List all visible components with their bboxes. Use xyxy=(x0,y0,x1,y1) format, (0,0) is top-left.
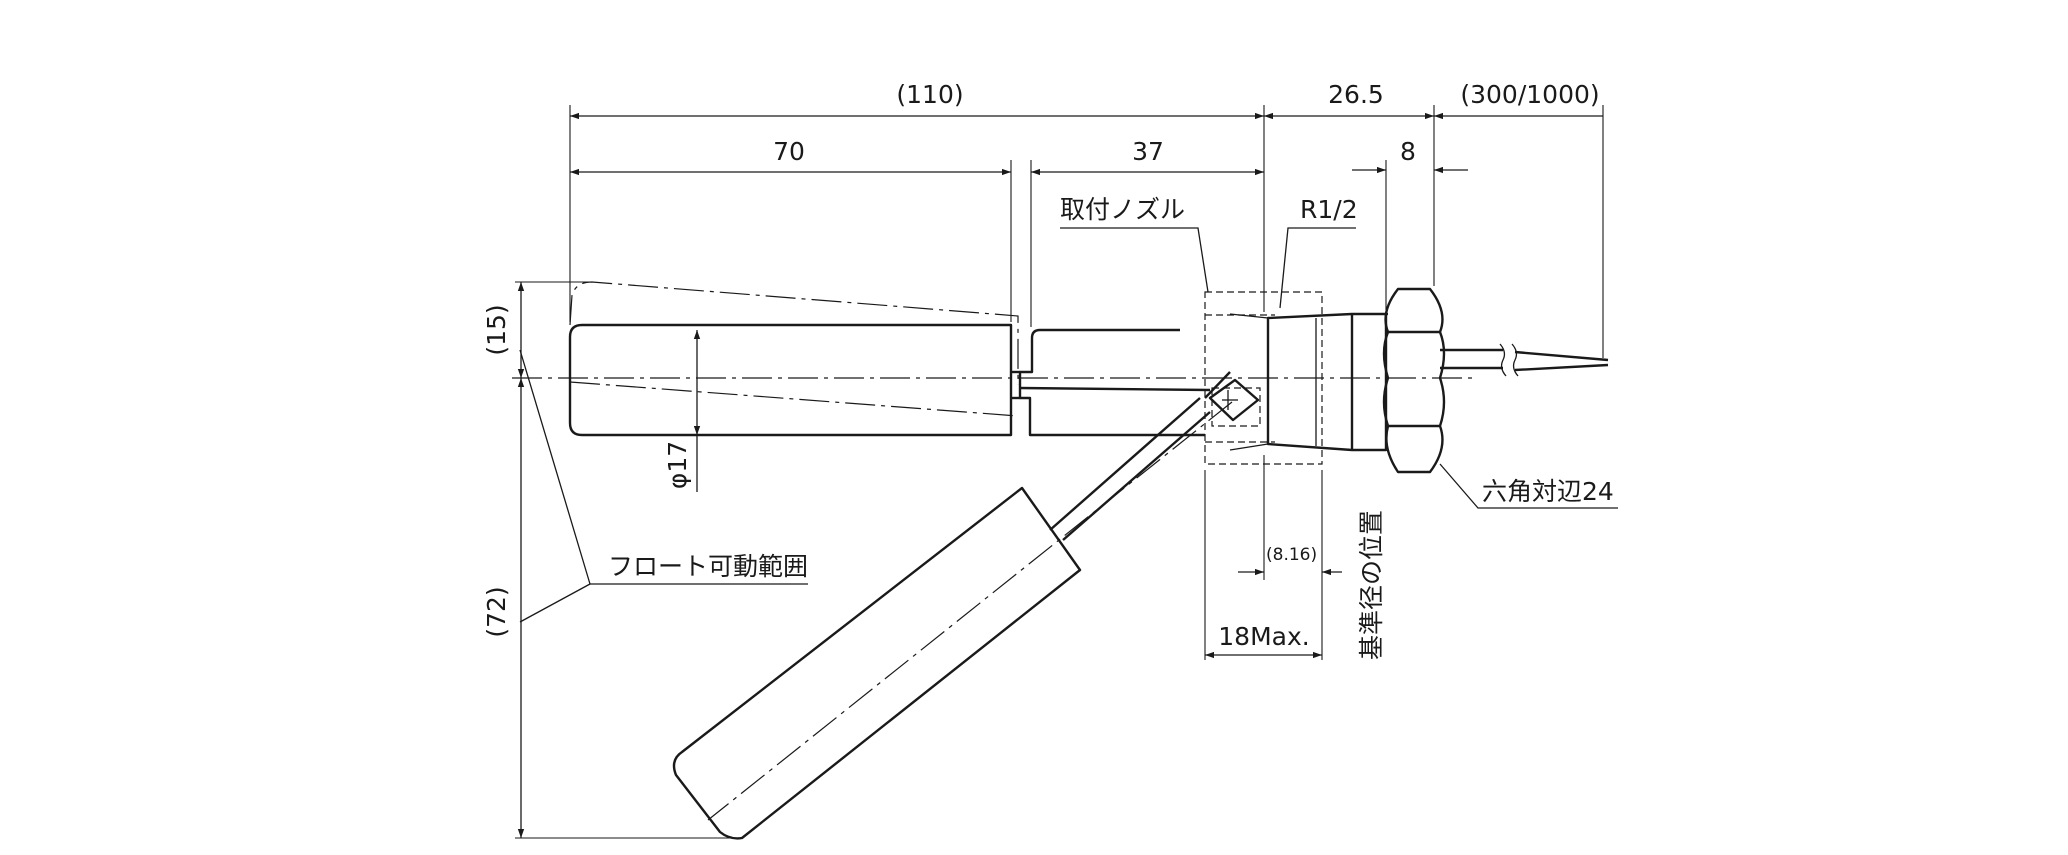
nozzle-max-dim: 18Max. xyxy=(1218,622,1309,651)
float-upper-swing xyxy=(569,281,1019,417)
swing-center-line xyxy=(707,401,1233,821)
upper-swing-dim: (15) xyxy=(482,304,511,355)
float-length-dim: 70 xyxy=(773,137,805,166)
pivot xyxy=(1208,378,1261,427)
thread-to-nut-dim: 26.5 xyxy=(1328,80,1384,109)
float-diameter-dim: φ17 xyxy=(663,441,692,489)
reference-offset-dim: (8.16) xyxy=(1266,545,1317,565)
thread-spec-label: R1/2 xyxy=(1300,195,1358,224)
extension-lines xyxy=(515,105,1604,839)
float-horizontal xyxy=(568,323,1020,437)
hex-nut xyxy=(1382,287,1446,474)
mounting-nozzle-label: 取付ノズル xyxy=(1060,195,1185,224)
float-lower-swing xyxy=(672,397,1211,840)
dimension-lines xyxy=(517,112,1603,838)
hex-label: 六角対辺24 xyxy=(1482,477,1614,506)
overall-length-dim: (110) xyxy=(896,80,963,109)
stem-length-dim: 37 xyxy=(1132,137,1164,166)
leader-lines xyxy=(519,227,1618,623)
float-range-label: フロート可動範囲 xyxy=(608,552,808,581)
stem xyxy=(1018,328,1231,437)
cable xyxy=(1440,343,1609,377)
threaded-body xyxy=(1229,312,1388,452)
nut-width-dim: 8 xyxy=(1400,137,1416,166)
reference-position-label: 基準径の位置 xyxy=(1357,510,1386,660)
lower-swing-dim: (72) xyxy=(482,586,511,637)
cable-length-dim: (300/1000) xyxy=(1460,80,1599,109)
